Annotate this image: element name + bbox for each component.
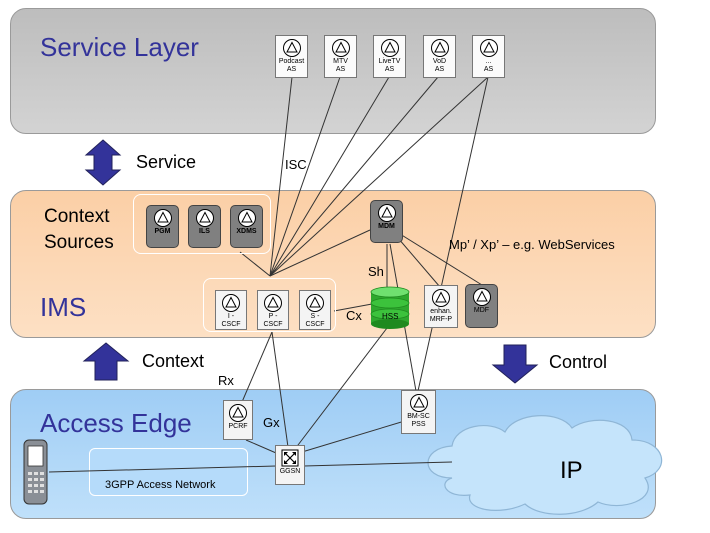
triangle-icon [195,209,214,227]
hss-label: HSS [382,312,399,321]
cscf-node-2[interactable]: S -CSCF [299,290,331,330]
context-arrow-label: Context [142,351,205,371]
ims-layer [10,190,656,338]
context-source-label: XDMS [236,228,257,235]
mdm-node[interactable]: MDM [370,200,403,243]
triangle-icon [377,204,396,222]
pcrf-node[interactable]: PCRF [223,400,253,440]
mrfp-label-2: MRF-P [429,316,453,323]
triangle-icon [237,209,256,227]
service-label: Service [136,152,197,172]
mrfp-label-1: enhan. [430,308,452,315]
cscf-label-2: CSCF [305,321,325,328]
isc-label: ISC [285,157,307,172]
context-source-label: PGM [154,228,171,235]
triangle-icon [306,294,324,312]
cscf-group [203,278,336,332]
control-down-arrow [491,344,539,384]
triangle-icon [331,39,350,57]
triangle-icon [380,39,399,57]
context-sources-group [133,194,271,254]
triangle-icon [282,39,301,57]
bmsc-node[interactable]: BM-SC PSS [401,390,436,434]
triangle-icon [432,289,450,307]
ggsn-label: GGSN [279,468,301,475]
context-up-arrow [82,342,130,381]
cscf-node-1[interactable]: P -CSCF [257,290,289,330]
app-server-name: MTV [333,58,348,65]
triangle-icon [472,288,491,306]
gx-label: Gx [263,415,280,430]
app-server-type: AS [483,66,494,73]
pcrf-label: PCRF [228,423,248,430]
service-double-arrow [84,139,122,186]
context-source-2[interactable]: XDMS [230,205,263,248]
context-source-0[interactable]: PGM [146,205,179,248]
triangle-icon [479,39,498,57]
triangle-icon [222,294,240,312]
cscf-label-2: CSCF [221,321,241,328]
ip-label: IP [560,457,583,484]
triangle-icon [409,394,428,412]
mrfp-node[interactable]: enhan. MRF-P [424,285,458,328]
app-server-name: ... [485,58,492,65]
app-server-name: VoD [432,58,447,65]
app-server-name: Podcast [278,58,305,65]
access-edge-title: Access Edge [40,408,192,438]
triangle-icon [430,39,449,57]
access-network-label: 3GPP Access Network [105,479,216,491]
app-server-name: LiveTV [378,58,401,65]
cscf-label-1: P - [268,313,278,320]
webservices-label: Mp’ / Xp’ – e.g. WebServices [449,237,615,252]
router-icon [281,449,299,467]
bmsc-label-1: BM-SC [407,413,430,420]
context-source-1[interactable]: ILS [188,205,221,248]
triangle-icon [153,209,172,227]
service-layer-title: Service Layer [40,32,199,62]
bmsc-label-2: PSS [411,421,426,428]
context-source-label: ILS [199,228,210,235]
cscf-label-1: S - [310,313,320,320]
mdf-label: MDF [473,307,490,314]
app-server-type: AS [286,66,297,73]
sources-label: Sources [44,232,114,253]
cx-label: Cx [346,308,362,323]
triangle-icon [229,404,247,422]
context-label: Context [44,206,110,227]
mdm-label: MDM [378,223,395,230]
mdf-node[interactable]: MDF [465,284,498,328]
sh-label: Sh [368,264,384,279]
ggsn-node[interactable]: GGSN [275,445,305,485]
cscf-label-1: I - [227,313,235,320]
rx-label: Rx [218,373,234,388]
app-server-type: AS [335,66,346,73]
app-server-4[interactable]: ...AS [472,35,505,78]
app-server-type: AS [434,66,445,73]
cscf-label-2: CSCF [263,321,283,328]
triangle-icon [264,294,282,312]
app-server-type: AS [384,66,395,73]
control-label: Control [549,352,608,372]
ims-title: IMS [40,292,87,322]
access-network-box [89,448,248,496]
cscf-node-0[interactable]: I -CSCF [215,290,247,330]
